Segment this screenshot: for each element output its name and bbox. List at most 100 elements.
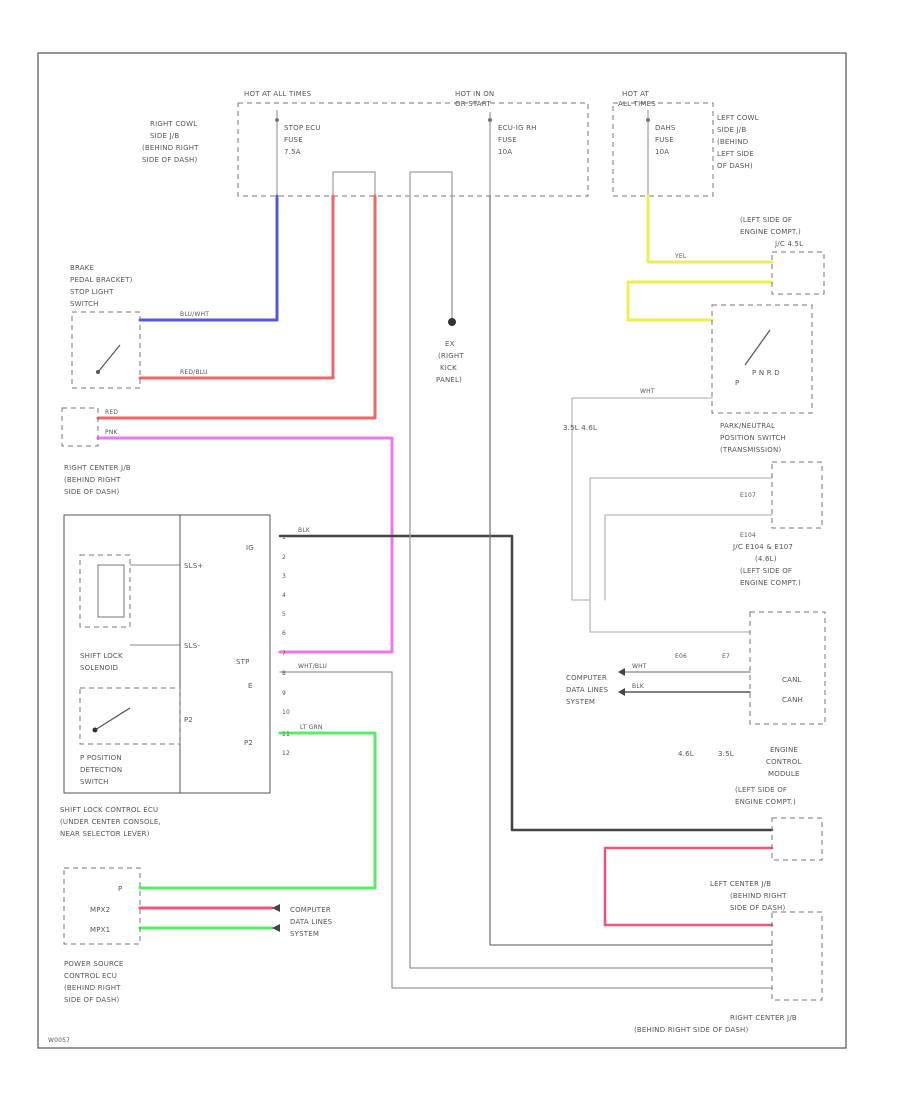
pin-e: E	[248, 682, 253, 690]
ground-label-2: KICK	[440, 364, 457, 372]
ecm-label-1: CONTROL	[766, 758, 802, 766]
wire-grey-1	[409, 195, 773, 969]
fuse3-name: DAHS	[655, 124, 676, 132]
cds2-label-1: DATA LINES	[290, 918, 333, 926]
conn-e7: E7	[722, 653, 730, 660]
fuse3-loc-2: (BEHIND	[717, 138, 748, 146]
brake-label-3: SWITCH	[70, 300, 99, 308]
brake-label-0: BRAKE	[70, 264, 94, 272]
junction-e104-e107: E107 E104 J/C E104 & E107 (4.6L) (LEFT S…	[732, 461, 823, 587]
cds1-label-1: DATA LINES	[566, 686, 609, 694]
sle-label-2: NEAR SELECTOR LEVER)	[60, 830, 150, 838]
fuse-box-right-cowl: HOT AT ALL TIMES RIGHT COWL SIDE J/B (BE…	[142, 90, 589, 197]
pn-2: 2	[282, 554, 286, 561]
pn-6: 6	[282, 630, 286, 637]
variant-46: 4.6L	[678, 750, 694, 758]
fuse3-hot2-label: ALL TIMES	[618, 100, 656, 108]
pn-4: 4	[282, 592, 286, 599]
fuse3-amps: 10A	[655, 148, 669, 156]
pn-3: 3	[282, 573, 286, 580]
fuse1-amps: 7.5A	[284, 148, 301, 156]
pn-1: 1	[282, 534, 286, 541]
psecu-pin-p: P	[118, 885, 122, 893]
fuse1-loc-0: RIGHT COWL	[150, 120, 197, 128]
fuse1-hot-label: HOT AT ALL TIMES	[244, 90, 312, 98]
cds1-label-2: SYSTEM	[566, 698, 595, 706]
sle-label-1: (UNDER CENTER CONSOLE,	[60, 818, 161, 826]
ground-label-0: EX	[445, 340, 455, 348]
pn-11: 11	[282, 731, 290, 738]
left-eng-label-0: (LEFT SIDE OF	[740, 216, 792, 224]
wire-pink	[96, 436, 394, 654]
pn-9: 9	[282, 690, 286, 697]
lcjb-label-0: LEFT CENTER J/B	[710, 880, 771, 888]
wire-red-1	[138, 194, 335, 380]
pn-7: 7	[282, 650, 286, 657]
can-l-label: CANL	[782, 676, 802, 684]
fuse1-name: STOP ECU	[284, 124, 321, 132]
right-center-jb-small: RIGHT CENTER J/B (BEHIND RIGHT SIDE OF D…	[61, 407, 131, 496]
fuse2-amps: 10A	[498, 148, 512, 156]
jc2-label-1: (4.6L)	[755, 555, 777, 563]
ecu-pin-numbers: 1 2 3 4 5 6 7 8 9 10 11 12	[282, 534, 290, 757]
pn-label-1: POSITION SWITCH	[720, 434, 786, 442]
wire-red1-label: RED/BLU	[180, 369, 208, 376]
ground-point	[448, 318, 456, 326]
wire-grey-3	[489, 195, 773, 946]
sls-label-1: SOLENOID	[80, 664, 118, 672]
wire-yellow-2	[626, 280, 774, 322]
wire-yellow-1	[646, 194, 774, 264]
diagram-frame	[37, 52, 847, 1049]
ppd-label-1: DETECTION	[80, 766, 122, 774]
pin-p2-left: P2	[184, 716, 193, 724]
fuse1-loc-2: (BEHIND RIGHT	[142, 144, 199, 152]
fuse2-fuse: FUSE	[498, 136, 517, 144]
right-center-jb-bottom: RIGHT CENTER J/B (BEHIND RIGHT SIDE OF D…	[634, 911, 823, 1034]
pin-sls-minus: SLS-	[184, 642, 200, 650]
pin-ig: IG	[246, 544, 254, 552]
psecu-pin-mpx2: MPX2	[90, 906, 110, 914]
ecm-label-2: MODULE	[768, 770, 800, 778]
brake-stop-light-switch: BRAKE PEDAL BRACKET) STOP LIGHT SWITCH	[70, 264, 141, 389]
jc2-label-0: J/C E104 & E107	[732, 543, 793, 551]
cds2-label-2: SYSTEM	[290, 930, 319, 938]
left-eng2-label-0: (LEFT SIDE OF	[735, 786, 787, 794]
pn-p-label: P	[735, 379, 739, 387]
psecu-pin-mpx1: MPX1	[90, 926, 110, 934]
pn-10: 10	[282, 709, 290, 716]
fuse2-hot-label: HOT IN ON	[455, 90, 494, 98]
wire-blue	[138, 194, 279, 322]
pn-12: 12	[282, 750, 290, 757]
rcjb-label-1: (BEHIND RIGHT SIDE OF DASH)	[634, 1026, 749, 1034]
wire-white-1	[571, 397, 713, 601]
wire-red-2	[96, 194, 377, 420]
rcjb-label-0: RIGHT CENTER J/B	[730, 1014, 797, 1022]
wire-blue-label: BLU/WHT	[180, 311, 209, 318]
ppd-label-2: SWITCH	[80, 778, 109, 786]
wire-pink-loop	[603, 846, 774, 927]
ecm-label-0: ENGINE	[770, 746, 798, 754]
wire-white-label: WHT	[640, 388, 655, 395]
fuse3-hot-label: HOT AT	[622, 90, 650, 98]
wire-pink-label: PNK	[105, 429, 119, 436]
wire-green-1	[138, 731, 377, 890]
ground-label-1: (RIGHT	[438, 352, 464, 360]
wire-wht-blu	[279, 671, 773, 989]
fuse3-loc-3: LEFT SIDE	[717, 150, 754, 158]
wire-red2-label: RED	[105, 409, 118, 416]
pin-p2-right: P2	[244, 739, 253, 747]
conn-e06: E06	[675, 653, 687, 660]
left-eng-label-1: ENGINE COMPT.)	[740, 228, 801, 236]
fuse1-fuse: FUSE	[284, 136, 303, 144]
jc2-label-3: ENGINE COMPT.)	[740, 579, 801, 587]
wire-white-2	[589, 477, 773, 601]
pin-sls-plus: SLS+	[184, 562, 203, 570]
wire-green-label: LT GRN	[300, 724, 323, 731]
pn-label-0: PARK/NEUTRAL	[720, 422, 775, 430]
brake-label-1: PEDAL BRACKET)	[70, 276, 133, 284]
rjb-label-1: (BEHIND RIGHT	[64, 476, 121, 484]
fuse-box-left-cowl: HOT AT ALL TIMES DAHS FUSE 10A LEFT COWL…	[612, 90, 759, 197]
pn-label-2: (TRANSMISSION)	[720, 446, 781, 454]
park-neutral-switch: P P N R D PARK/NEUTRAL POSITION SWITCH (…	[711, 304, 813, 454]
